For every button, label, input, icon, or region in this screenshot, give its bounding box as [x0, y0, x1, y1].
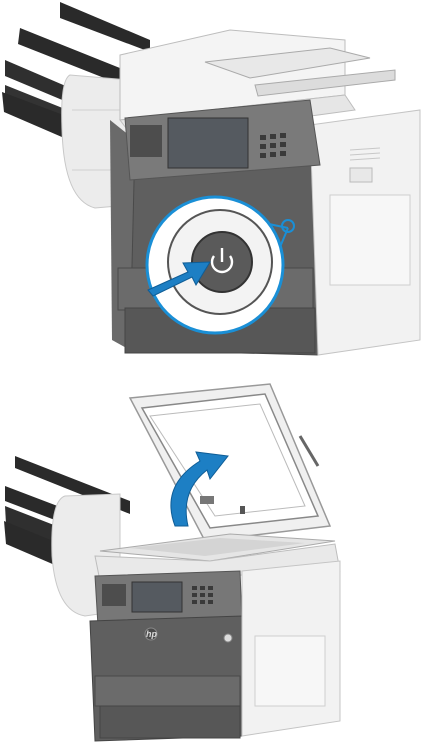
printer-front-view: [0, 0, 434, 370]
paper-tray[interactable]: [95, 676, 240, 706]
hp-logo-icon: hp: [145, 628, 157, 640]
printer-body: [90, 544, 340, 741]
side-access-door: [255, 636, 325, 706]
svg-text:hp: hp: [146, 629, 157, 639]
paper-tray-2[interactable]: [100, 706, 240, 738]
power-button[interactable]: [224, 634, 232, 642]
power-button-callout: [147, 197, 283, 333]
power-on-illustration: [0, 0, 434, 370]
scanner-lid-open: [130, 384, 330, 541]
keypad: [260, 133, 286, 158]
open-lid-illustration: hp: [0, 376, 434, 746]
keypad: [192, 586, 213, 604]
touchscreen-display: [132, 582, 182, 612]
touchscreen-display: [168, 118, 248, 168]
printer-lid-open-view: hp: [0, 376, 434, 746]
card-reader-panel: [130, 125, 162, 157]
